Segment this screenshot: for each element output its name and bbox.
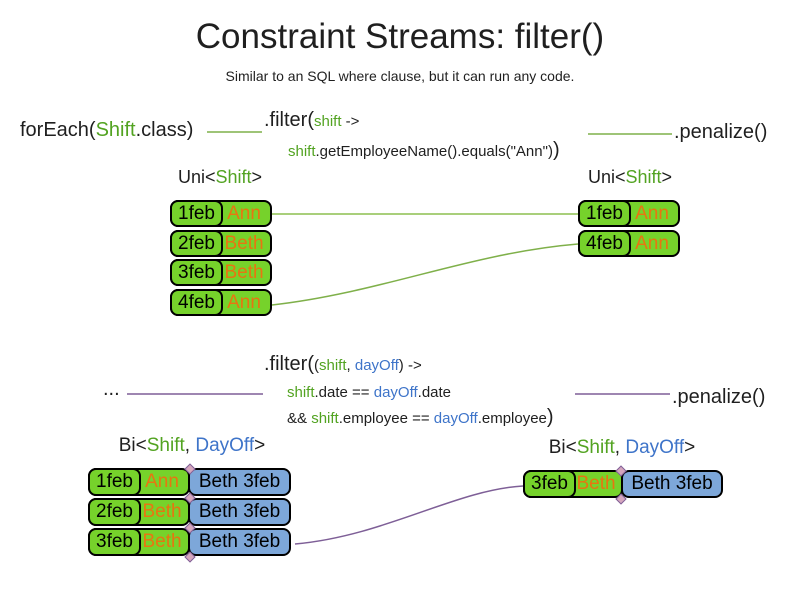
shift-card: Beth 2feb: [170, 230, 272, 257]
bi-left-comma: ,: [184, 435, 196, 456]
code-foreach-prefix: forEach(: [20, 119, 96, 141]
shift-date: 1feb: [578, 200, 631, 227]
bi-left-type1: Shift: [146, 435, 185, 456]
code-filter2-paren-open: (: [314, 357, 319, 374]
code-cond2-var2: dayOff: [433, 410, 478, 427]
uni-right-label: Uni<Shift>: [570, 167, 690, 188]
code-body-expr: .getEmployeeName().equals("Ann"): [315, 143, 553, 160]
bi-right-comma: ,: [614, 437, 626, 458]
bi-left-pre: Bi<: [118, 435, 147, 456]
bi-card: Beth 3feb Beth 3feb: [523, 470, 723, 498]
dayoff-cell: Beth 3feb: [188, 498, 291, 526]
uni-right-post: >: [661, 167, 673, 187]
shift-date: 4feb: [170, 289, 223, 316]
dayoff-cell: Beth 3feb: [621, 470, 723, 498]
code-filter-arrow: ->: [341, 113, 360, 130]
code-body-param: shift: [288, 143, 316, 160]
code-filter2-param1: shift: [319, 357, 347, 374]
bi-right-type1: Shift: [576, 437, 615, 458]
shift-employee: Ann: [145, 471, 179, 492]
code-source-bottom: ...: [103, 378, 120, 400]
shift-card: Beth 3feb: [170, 259, 272, 286]
dayoff-cell: Beth 3feb: [188, 528, 291, 556]
shift-employee: Ann: [227, 202, 261, 224]
shift-date: 1feb: [88, 468, 141, 496]
page-title: Constraint Streams: filter(): [195, 17, 605, 56]
shift-date: 3feb: [88, 528, 141, 556]
shift-date: 2feb: [170, 230, 223, 257]
bi-left-post: >: [254, 435, 266, 456]
code-filter2-paren-close: ): [398, 357, 404, 374]
dayoff-cell: Beth 3feb: [188, 468, 291, 496]
uni-left-label: Uni<Shift>: [160, 167, 280, 188]
code-filter2-comma: ,: [346, 357, 355, 374]
code-filter2-method: .filter(: [264, 353, 314, 375]
uni-left-type: Shift: [215, 167, 252, 187]
code-filter-bottom: .filter((shift, dayOff) ->: [264, 353, 422, 376]
shift-date: 4feb: [578, 230, 631, 257]
code-foreach: forEach(Shift.class): [20, 119, 193, 142]
shift-card: Ann 4feb: [170, 289, 272, 316]
bi-card: Beth 2feb Beth 3feb: [88, 498, 291, 526]
code-filter-method: .filter(: [264, 109, 314, 131]
code-cond2-end: .employee: [477, 410, 547, 427]
shift-employee: Beth: [224, 261, 264, 283]
shift-card: Ann 4feb: [578, 230, 680, 257]
shift-date: 3feb: [523, 470, 576, 498]
bi-card: Ann 1feb Beth 3feb: [88, 468, 291, 496]
code-cond2-var1: shift: [311, 410, 339, 427]
bi-left-label: Bi<Shift, DayOff>: [82, 435, 302, 457]
code-cond2-and: &&: [287, 410, 312, 427]
shift-employee: Beth: [576, 473, 616, 494]
uni-left-pre: Uni<: [177, 167, 216, 187]
shift-employee: Beth: [224, 232, 264, 254]
code-cond1-end: .date: [417, 384, 452, 401]
code-filter-top: .filter(shift ->: [264, 109, 359, 132]
code-cond2-close: ): [546, 406, 554, 428]
code-filter-bottom-cond1: shift.date == dayOff.date: [287, 384, 451, 401]
bi-left-type2: DayOff: [195, 435, 255, 456]
code-foreach-class: Shift: [95, 119, 136, 141]
shift-date: 1feb: [170, 200, 223, 227]
shift-date: 3feb: [170, 259, 223, 286]
uni-left-post: >: [251, 167, 263, 187]
code-filter-top-body: shift.getEmployeeName().equals("Ann")): [288, 139, 560, 162]
code-filter-bottom-cond2: && shift.employee == dayOff.employee): [287, 406, 554, 429]
connector-bi-3feb: [294, 485, 524, 545]
bi-right-pre: Bi<: [548, 437, 577, 458]
shift-card: Ann 1feb: [170, 200, 272, 227]
bi-right-label: Bi<Shift, DayOff>: [512, 437, 732, 459]
shift-employee: Ann: [635, 202, 669, 224]
shift-employee: Beth: [142, 501, 182, 522]
code-cond1-mid: .date ==: [314, 384, 374, 401]
code-cond2-mid: .employee ==: [338, 410, 434, 427]
shift-card: Ann 1feb: [578, 200, 680, 227]
shift-employee: Ann: [227, 291, 261, 313]
uni-right-pre: Uni<: [587, 167, 626, 187]
bi-card: Beth 3feb Beth 3feb: [88, 528, 291, 556]
connector-shift-4feb: [271, 243, 579, 306]
code-penalize-top: .penalize(): [674, 121, 768, 143]
shift-date: 2feb: [88, 498, 141, 526]
uni-right-type: Shift: [625, 167, 662, 187]
code-body-close: ): [552, 139, 560, 161]
page-subtitle: Similar to an SQL where clause, but it c…: [225, 68, 575, 84]
shift-employee: Beth: [142, 531, 182, 552]
bi-right-type2: DayOff: [625, 437, 685, 458]
code-filter2-param2: dayOff: [354, 357, 399, 374]
shift-employee: Ann: [635, 232, 669, 254]
code-cond1-var2: dayOff: [373, 384, 418, 401]
code-filter-param: shift: [314, 113, 342, 130]
code-cond1-var1: shift: [287, 384, 315, 401]
code-filter2-arrow: ->: [403, 357, 422, 374]
bi-right-post: >: [684, 437, 696, 458]
code-penalize-bottom: .penalize(): [672, 386, 766, 408]
code-foreach-suffix: .class): [135, 119, 194, 141]
